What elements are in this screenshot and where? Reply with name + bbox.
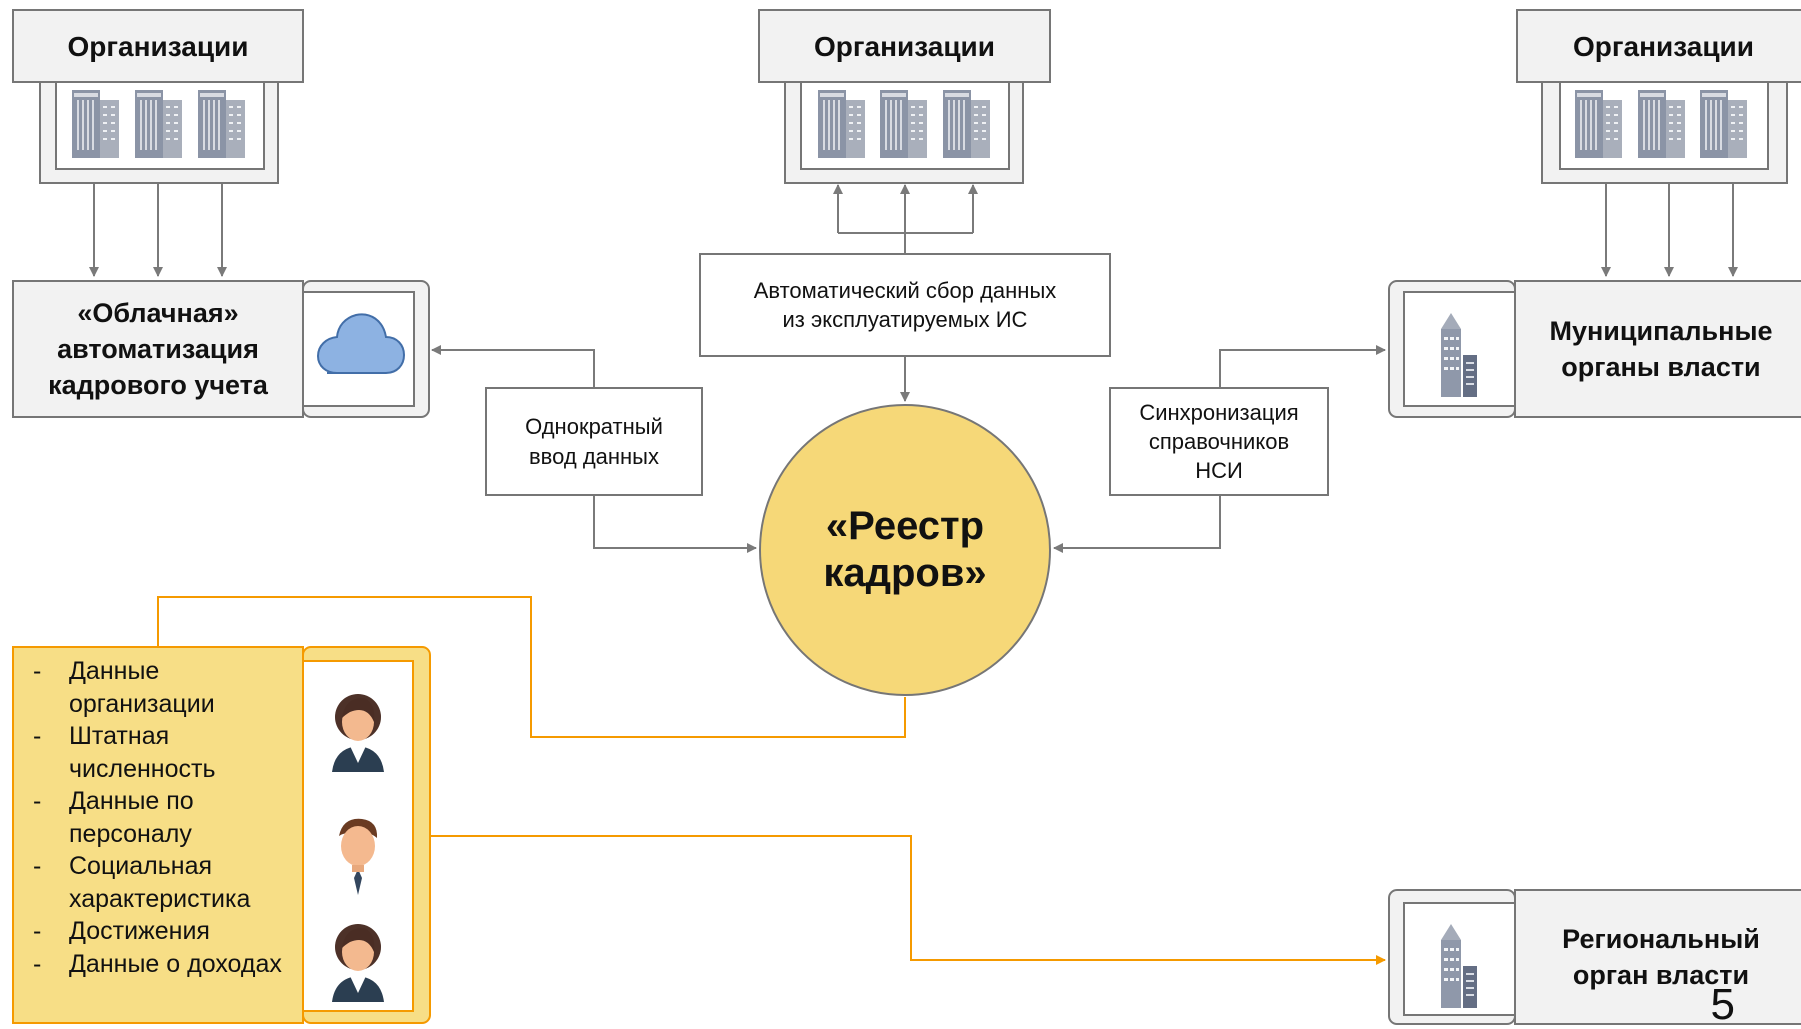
municipal-authorities-box [1388,280,1801,418]
list-item-text: Социальная характеристика [69,852,251,913]
organizations-right-title: Организации [1572,30,1754,62]
connector-lines [89,183,1738,965]
building-icon [198,90,245,158]
auto-collect-label: Автоматический сбор данных из эксплуатир… [753,277,1057,332]
page-number: 5 [1710,980,1735,1029]
list-item-text: Данные по персоналу [69,787,194,848]
registry-to-list-orange-line [157,596,906,738]
dash-marker: - [33,722,42,750]
single-input-to-cloud-arrow [431,345,595,388]
organizations-left-title: Организации [67,30,249,62]
list-item: -Достижения [13,915,303,948]
building-icon [1638,90,1685,158]
building-icon [1700,90,1747,158]
dash-marker: - [33,852,42,880]
organizations-center-title: Организации [813,30,995,62]
building-icon [818,90,865,158]
sync-to-municipal-arrow [1219,345,1386,388]
list-to-regional-orange-arrow [430,835,1386,965]
data-list: -Данные организации -Штатная численность… [13,647,303,1023]
list-item-text: Данные о доходах [69,949,282,978]
dash-marker: - [33,917,42,945]
organizations-right [1516,9,1801,184]
single-input-label: Однократный ввод данных [525,414,663,469]
single-input-box [485,387,703,496]
building-icon [72,90,119,158]
list-item: -Социальная характеристика [13,850,303,915]
sync-reference-box [1109,387,1329,496]
sync-reference-label: Синхронизация справочников НСИ [1139,399,1299,484]
dash-marker: - [33,949,42,978]
registry-circle [759,404,1051,696]
list-item-text: Данные организации [69,657,215,718]
building-icon [1575,90,1622,158]
building-icon [135,90,182,158]
organizations-left [12,9,304,184]
auto-collect-box [699,253,1111,357]
data-list-box [12,646,431,1024]
list-item: -Данные о доходах [13,948,303,981]
building-icon [943,90,990,158]
dash-marker: - [33,657,42,685]
organizations-center [758,9,1051,184]
list-item: -Штатная численность [13,720,303,785]
registry-title: «Реестр кадров» [823,503,987,595]
cloud-automation-box [12,280,430,418]
dash-marker: - [33,787,42,815]
list-item: -Данные организации [13,655,303,720]
municipal-label: Муниципальные органы власти [1549,315,1773,382]
cloud-icon [316,313,406,374]
single-input-to-registry-arrow [593,495,757,553]
regional-label: Региональный орган власти [1562,923,1760,990]
building-icon [880,90,927,158]
list-item-text: Достижения [69,917,210,945]
regional-authority-box [1388,889,1801,1025]
sync-to-registry-arrow [1053,495,1221,553]
list-item-text: Штатная численность [69,722,216,783]
cloud-automation-label: «Облачная» автоматизация кадрового учета [48,297,268,401]
list-item: -Данные по персоналу [13,785,303,850]
